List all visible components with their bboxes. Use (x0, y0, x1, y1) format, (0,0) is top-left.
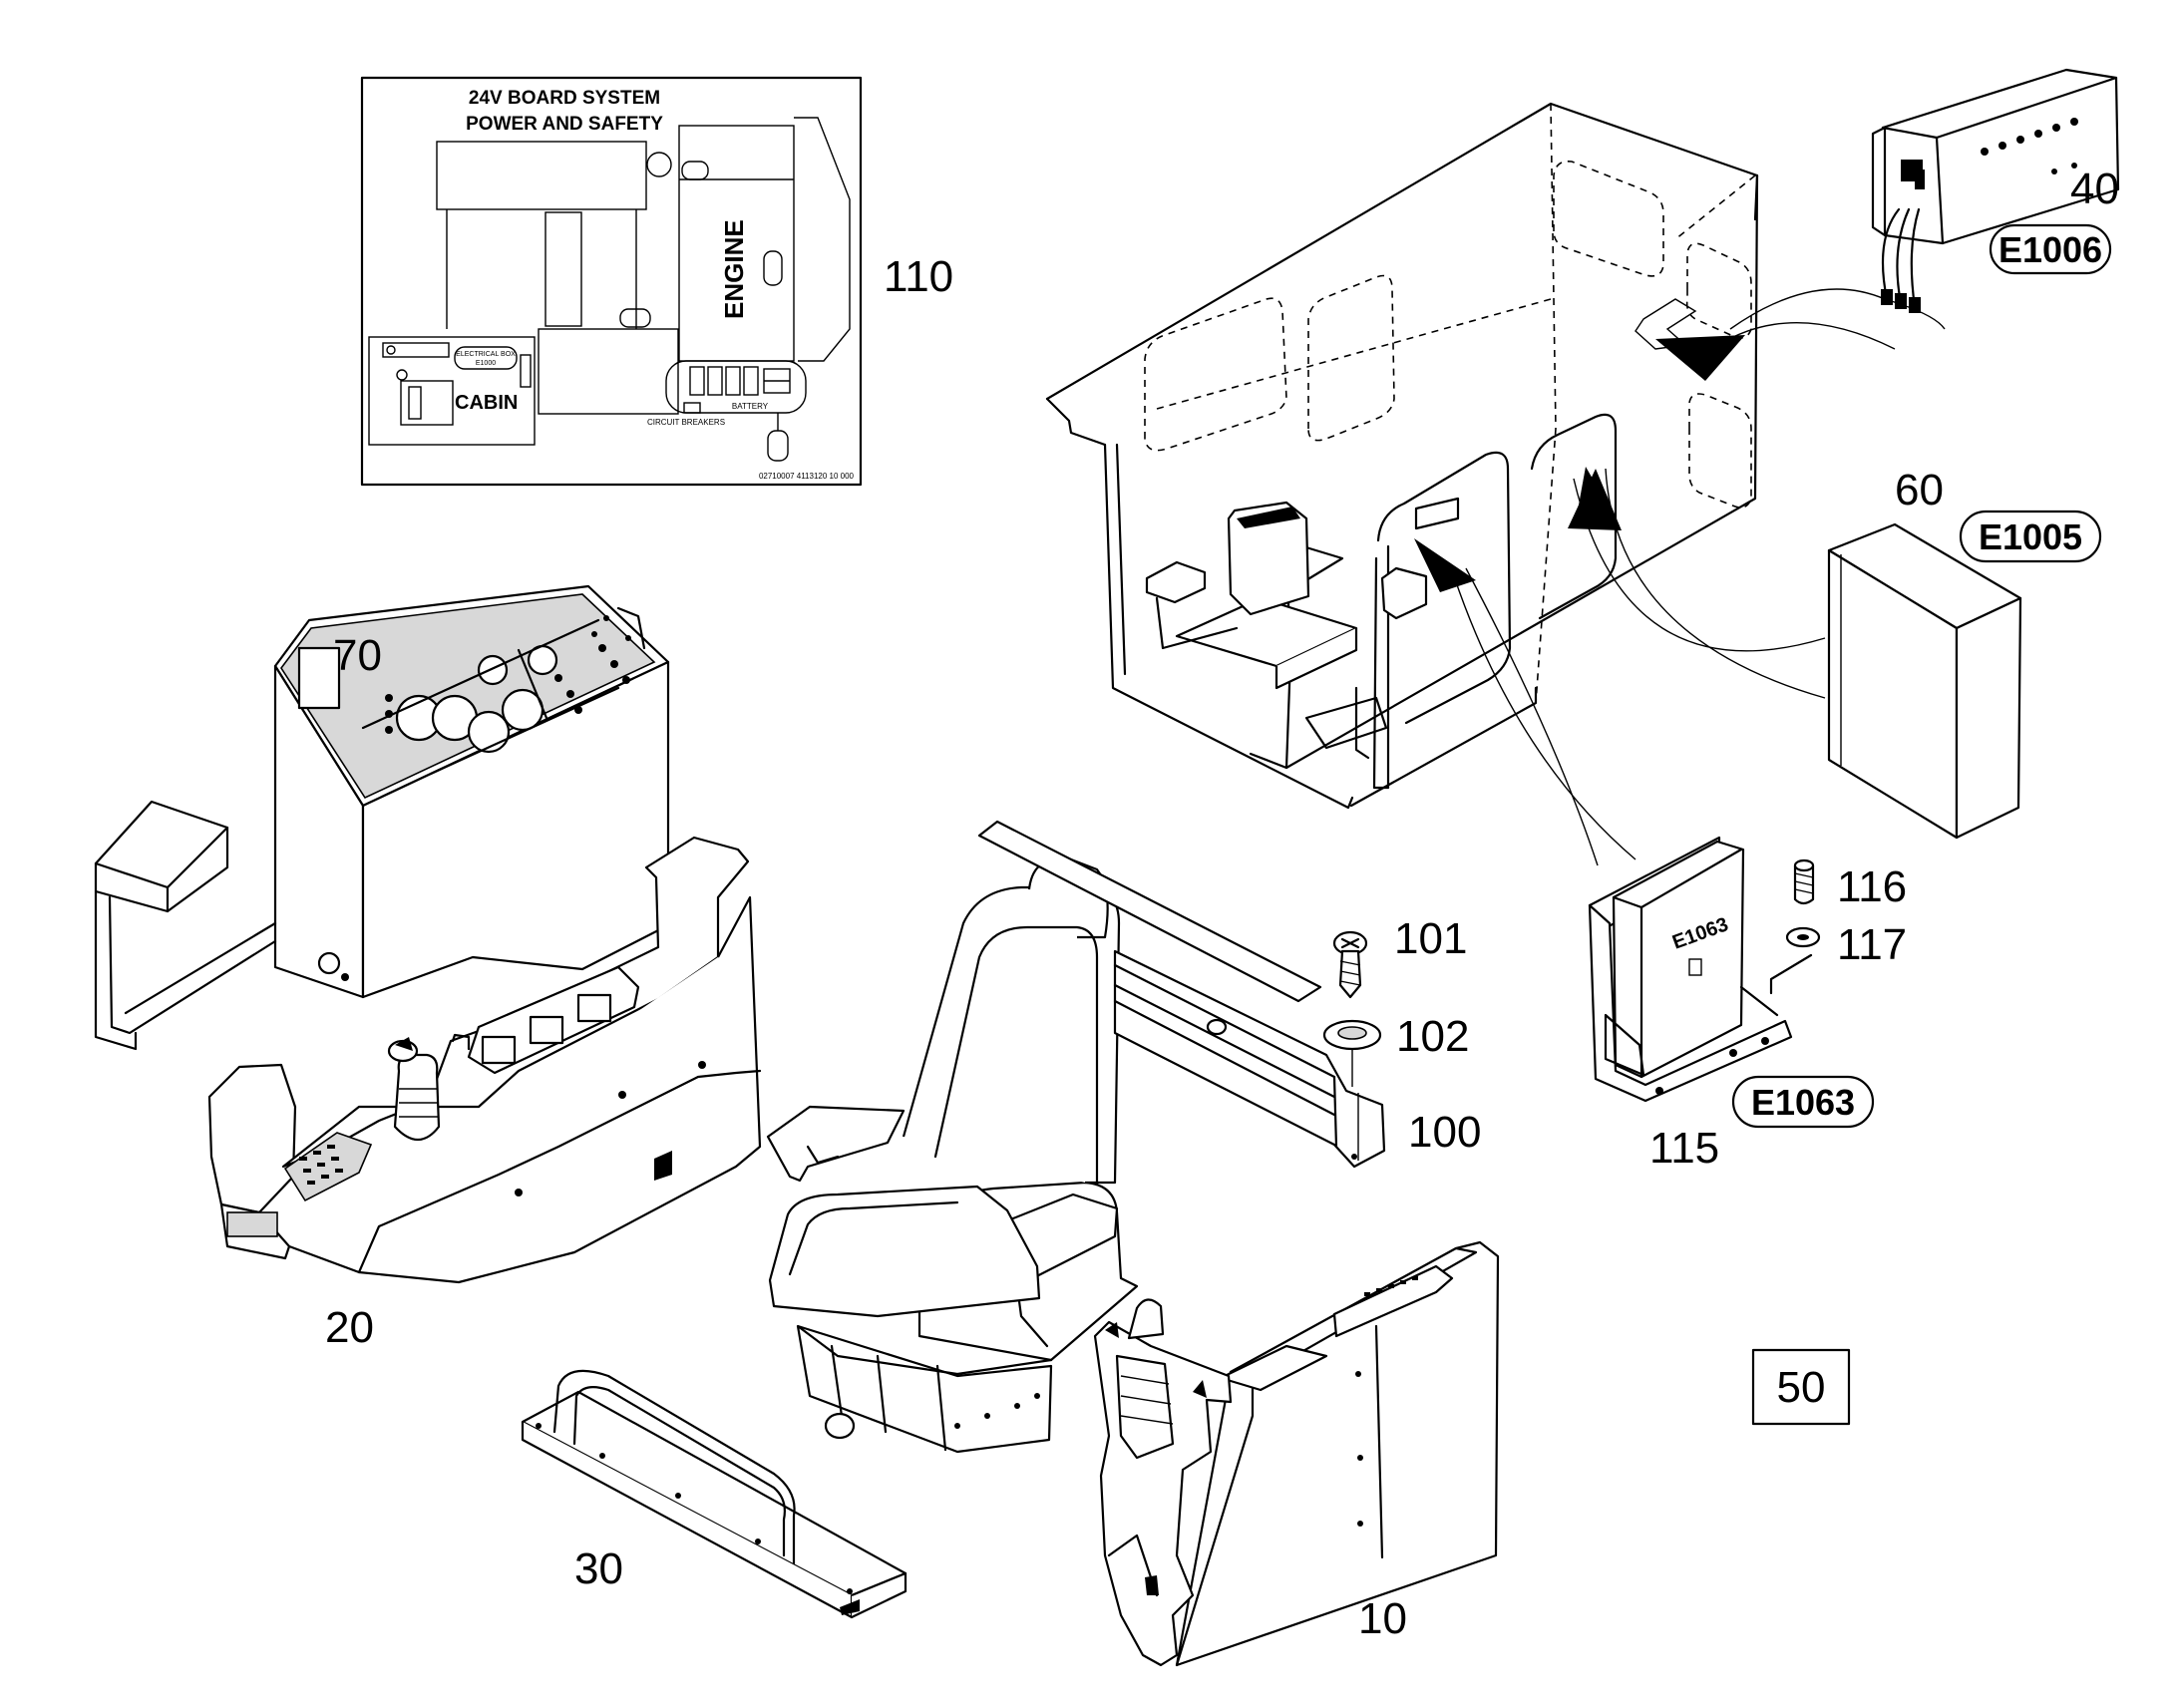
callout-115: 115 (1649, 1124, 1719, 1173)
code-e1005: E1005 (1979, 516, 2082, 557)
code-e1006: E1006 (1998, 229, 2102, 270)
inset-upper-block (436, 141, 647, 210)
inset-engine-outline (794, 117, 851, 362)
inset-drawing-number: 02710007 4113120 10 000 (759, 472, 855, 481)
callout-101: 101 (1394, 914, 1467, 963)
inset-battery-label: BATTERY (732, 402, 769, 411)
callout-10: 10 (1358, 1594, 1407, 1643)
inset-battery-block (665, 360, 807, 414)
callout-70: 70 (333, 631, 382, 680)
inset-cabin-seat (400, 380, 454, 426)
code-badge-e1006 (1989, 223, 2112, 275)
part-101-screw: 101 (1332, 914, 1467, 999)
callout-116: 116 (1837, 862, 1907, 911)
inset-cabin-label: CABIN (455, 392, 518, 414)
callout-102: 102 (1396, 1012, 1469, 1061)
part-30-footrest: 30 (521, 1369, 908, 1619)
callout-30: 30 (574, 1544, 623, 1593)
callout-50: 50 (1777, 1363, 1826, 1412)
part-40-electrical-box: 40 E1006 (1871, 68, 2120, 313)
inset-title-line1: 24V BOARD SYSTEM (469, 88, 660, 109)
part-102-grommet: 102 (1322, 1012, 1469, 1087)
inset-title-line2: POWER AND SAFETY (466, 114, 663, 135)
operator-seat (766, 857, 1139, 1454)
inset-cabin-block (368, 336, 536, 446)
inset-middle-block (538, 328, 679, 415)
part-10-right-control-console: 10 (1093, 1240, 1500, 1667)
callout-40: 40 (2070, 165, 2119, 213)
inset-wiring-layout: 24V BOARD SYSTEM POWER AND SAFETY ENGINE… (360, 76, 863, 487)
callout-60: 60 (1895, 466, 1944, 514)
callout-20: 20 (325, 1303, 374, 1352)
inset-circuit-breakers-label: CIRCUIT BREAKERS (647, 418, 725, 427)
part-20-left-control-console: 20 (207, 836, 762, 1352)
part-70-instrument-console: 70 (94, 584, 670, 1051)
inset-frame (360, 76, 863, 487)
inset-column (545, 211, 582, 327)
callout-50-frame (1751, 1348, 1851, 1426)
code-badge-e1063 (1731, 1075, 1875, 1129)
inset-electrical-box (454, 346, 518, 370)
callout-117: 117 (1837, 920, 1907, 969)
callout-100: 100 (1408, 1108, 1481, 1157)
inset-engine-label: ENGINE (719, 219, 749, 319)
code-badge-e1005 (1959, 510, 2102, 563)
part-60-electrical-box: 60 E1005 (1827, 466, 2102, 840)
cabin-frame (1045, 102, 1946, 866)
part-115-electrical-box: E1063 115 E1063 (1588, 836, 1875, 1173)
part-116-117-screw-washer: 116 117 (1785, 858, 1907, 969)
code-e1063: E1063 (1751, 1082, 1855, 1123)
inset-electrical-box-code: E1000 (476, 360, 496, 367)
inset-electrical-box-label: ELECTRICAL BOX (456, 351, 516, 358)
part-100-seat-rail: 100 (977, 820, 1481, 1169)
callout-110: 110 (884, 252, 953, 301)
part-50-box: 50 (1751, 1348, 1851, 1426)
